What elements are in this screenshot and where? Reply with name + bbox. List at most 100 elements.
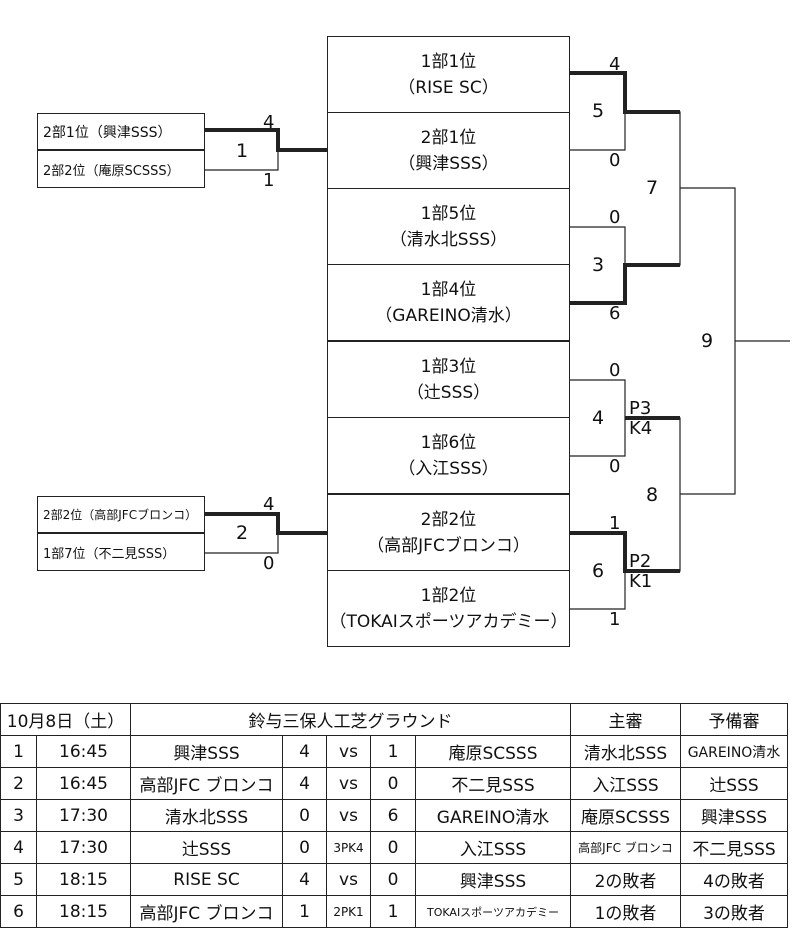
- pk-score: K4: [629, 418, 653, 439]
- cell-no: 4: [0, 831, 37, 864]
- score: 4: [263, 112, 275, 133]
- header-venue: 鈴与三保人工芝グラウンド: [130, 703, 571, 736]
- team-box: 2部1位 （興津SSS）: [327, 112, 570, 189]
- cell-home-score: 0: [282, 799, 327, 832]
- match-number: 7: [646, 177, 659, 199]
- match-number: 6: [592, 560, 605, 582]
- cell-time: 18:15: [36, 863, 131, 896]
- score: 0: [263, 553, 275, 574]
- cell-away: TOKAIスポーツアカデミー: [415, 895, 571, 928]
- cell-referee: 2の敗者: [570, 863, 681, 896]
- cell-referee: 高部JFC ブロンコ: [570, 831, 681, 864]
- cell-no: 1: [0, 735, 37, 768]
- cell-away: GAREINO清水: [415, 799, 571, 832]
- team-rank: 1部1位: [420, 51, 477, 72]
- team-rank: 1部2位: [420, 585, 477, 606]
- prelim-team-name: 2部2位（庵原SCSSS）: [43, 163, 180, 179]
- pk-score: P2: [629, 551, 652, 572]
- prelim-team-box: 2部2位（庵原SCSSS）: [37, 150, 205, 188]
- team-rank: 1部6位: [420, 432, 477, 453]
- team-name: （入江SSS）: [398, 458, 499, 479]
- pk-score: P3: [629, 398, 652, 419]
- team-name: （興津SSS）: [398, 153, 499, 174]
- prelim-team-box: 2部2位（高部JFCブロンコ）: [37, 496, 205, 533]
- team-box: 1部2位 （TOKAIスポーツアカデミー）: [327, 570, 570, 647]
- team-name: （辻SSS）: [406, 382, 491, 403]
- cell-home-score: 1: [282, 895, 327, 928]
- score: 0: [609, 207, 621, 228]
- cell-vs: 2PK1: [326, 895, 371, 928]
- cell-time: 18:15: [36, 895, 131, 928]
- score: 1: [263, 170, 275, 191]
- score: 0: [609, 456, 621, 477]
- cell-home-score: 0: [282, 831, 327, 864]
- table-row: 3 17:30 清水北SSS 0 vs 6 GAREINO清水 庵原SCSSS …: [0, 799, 788, 832]
- team-rank: 1部3位: [420, 356, 477, 377]
- schedule-table: 10月8日（土） 鈴与三保人工芝グラウンド 主審 予備審 1 16:45 興津S…: [0, 703, 788, 928]
- cell-reserve: 不二見SSS: [680, 831, 788, 864]
- match-number: 4: [592, 407, 605, 429]
- cell-time: 16:45: [36, 767, 131, 800]
- cell-away-score: 1: [370, 735, 416, 768]
- header-reserve: 予備審: [680, 703, 788, 736]
- cell-reserve: 辻SSS: [680, 767, 788, 800]
- team-rank: 1部4位: [420, 279, 477, 300]
- cell-reserve: 3の敗者: [680, 895, 788, 928]
- score: 0: [609, 360, 621, 381]
- cell-home-score: 4: [282, 767, 327, 800]
- cell-home: 辻SSS: [130, 831, 283, 864]
- team-rank: 2部2位: [420, 509, 477, 530]
- team-box: 1部1位 （RISE SC）: [327, 36, 570, 113]
- pk-score: K1: [629, 571, 653, 592]
- cell-referee: 庵原SCSSS: [570, 799, 681, 832]
- match-number: 5: [592, 100, 605, 122]
- cell-vs: vs: [326, 735, 371, 768]
- score: 6: [609, 303, 621, 324]
- cell-vs: vs: [326, 767, 371, 800]
- cell-home: 興津SSS: [130, 735, 283, 768]
- table-header-row: 10月8日（土） 鈴与三保人工芝グラウンド 主審 予備審: [0, 703, 788, 736]
- cell-home: 清水北SSS: [130, 799, 283, 832]
- match-number: 3: [592, 254, 605, 276]
- cell-vs: 3PK4: [326, 831, 371, 864]
- cell-home: 高部JFC ブロンコ: [130, 895, 283, 928]
- score: 4: [609, 54, 621, 75]
- team-box: 1部5位 （清水北SSS）: [327, 188, 570, 265]
- team-box: 2部2位 （高部JFCブロンコ）: [327, 494, 570, 571]
- table-row: 1 16:45 興津SSS 4 vs 1 庵原SCSSS 清水北SSS GARE…: [0, 735, 788, 768]
- cell-away-score: 1: [370, 895, 416, 928]
- cell-referee: 清水北SSS: [570, 735, 681, 768]
- cell-no: 3: [0, 799, 37, 832]
- cell-away: 庵原SCSSS: [415, 735, 571, 768]
- match-number: 8: [646, 484, 659, 506]
- cell-away: 不二見SSS: [415, 767, 571, 800]
- header-referee: 主審: [570, 703, 681, 736]
- team-box: 1部3位 （辻SSS）: [327, 341, 570, 418]
- header-date: 10月8日（土）: [0, 703, 131, 736]
- cell-home: RISE SC: [130, 863, 283, 896]
- cell-vs: vs: [326, 799, 371, 832]
- cell-home-score: 4: [282, 863, 327, 896]
- table-row: 5 18:15 RISE SC 4 vs 0 興津SSS 2の敗者 4の敗者: [0, 863, 788, 896]
- team-rank: 1部5位: [420, 203, 477, 224]
- cell-time: 17:30: [36, 799, 131, 832]
- cell-referee: 入江SSS: [570, 767, 681, 800]
- cell-away: 入江SSS: [415, 831, 571, 864]
- table-row: 2 16:45 高部JFC ブロンコ 4 vs 0 不二見SSS 入江SSS 辻…: [0, 767, 788, 800]
- cell-away-score: 0: [370, 767, 416, 800]
- cell-home-score: 4: [282, 735, 327, 768]
- prelim-team-name: 2部2位（高部JFCブロンコ）: [43, 508, 198, 522]
- team-box: 1部6位 （入江SSS）: [327, 417, 570, 494]
- cell-no: 5: [0, 863, 37, 896]
- team-name: （高部JFCブロンコ）: [367, 535, 530, 556]
- match-number: 9: [701, 330, 714, 352]
- prelim-team-box: 2部1位（興津SSS）: [37, 113, 205, 150]
- cell-away: 興津SSS: [415, 863, 571, 896]
- table-row: 4 17:30 辻SSS 0 3PK4 0 入江SSS 高部JFC ブロンコ 不…: [0, 831, 788, 864]
- team-name: （RISE SC）: [398, 77, 499, 98]
- team-box: 1部4位 （GAREINO清水）: [327, 264, 570, 341]
- cell-vs: vs: [326, 863, 371, 896]
- match-number: 2: [236, 522, 249, 544]
- cell-away-score: 6: [370, 799, 416, 832]
- bracket-lines: [205, 71, 790, 610]
